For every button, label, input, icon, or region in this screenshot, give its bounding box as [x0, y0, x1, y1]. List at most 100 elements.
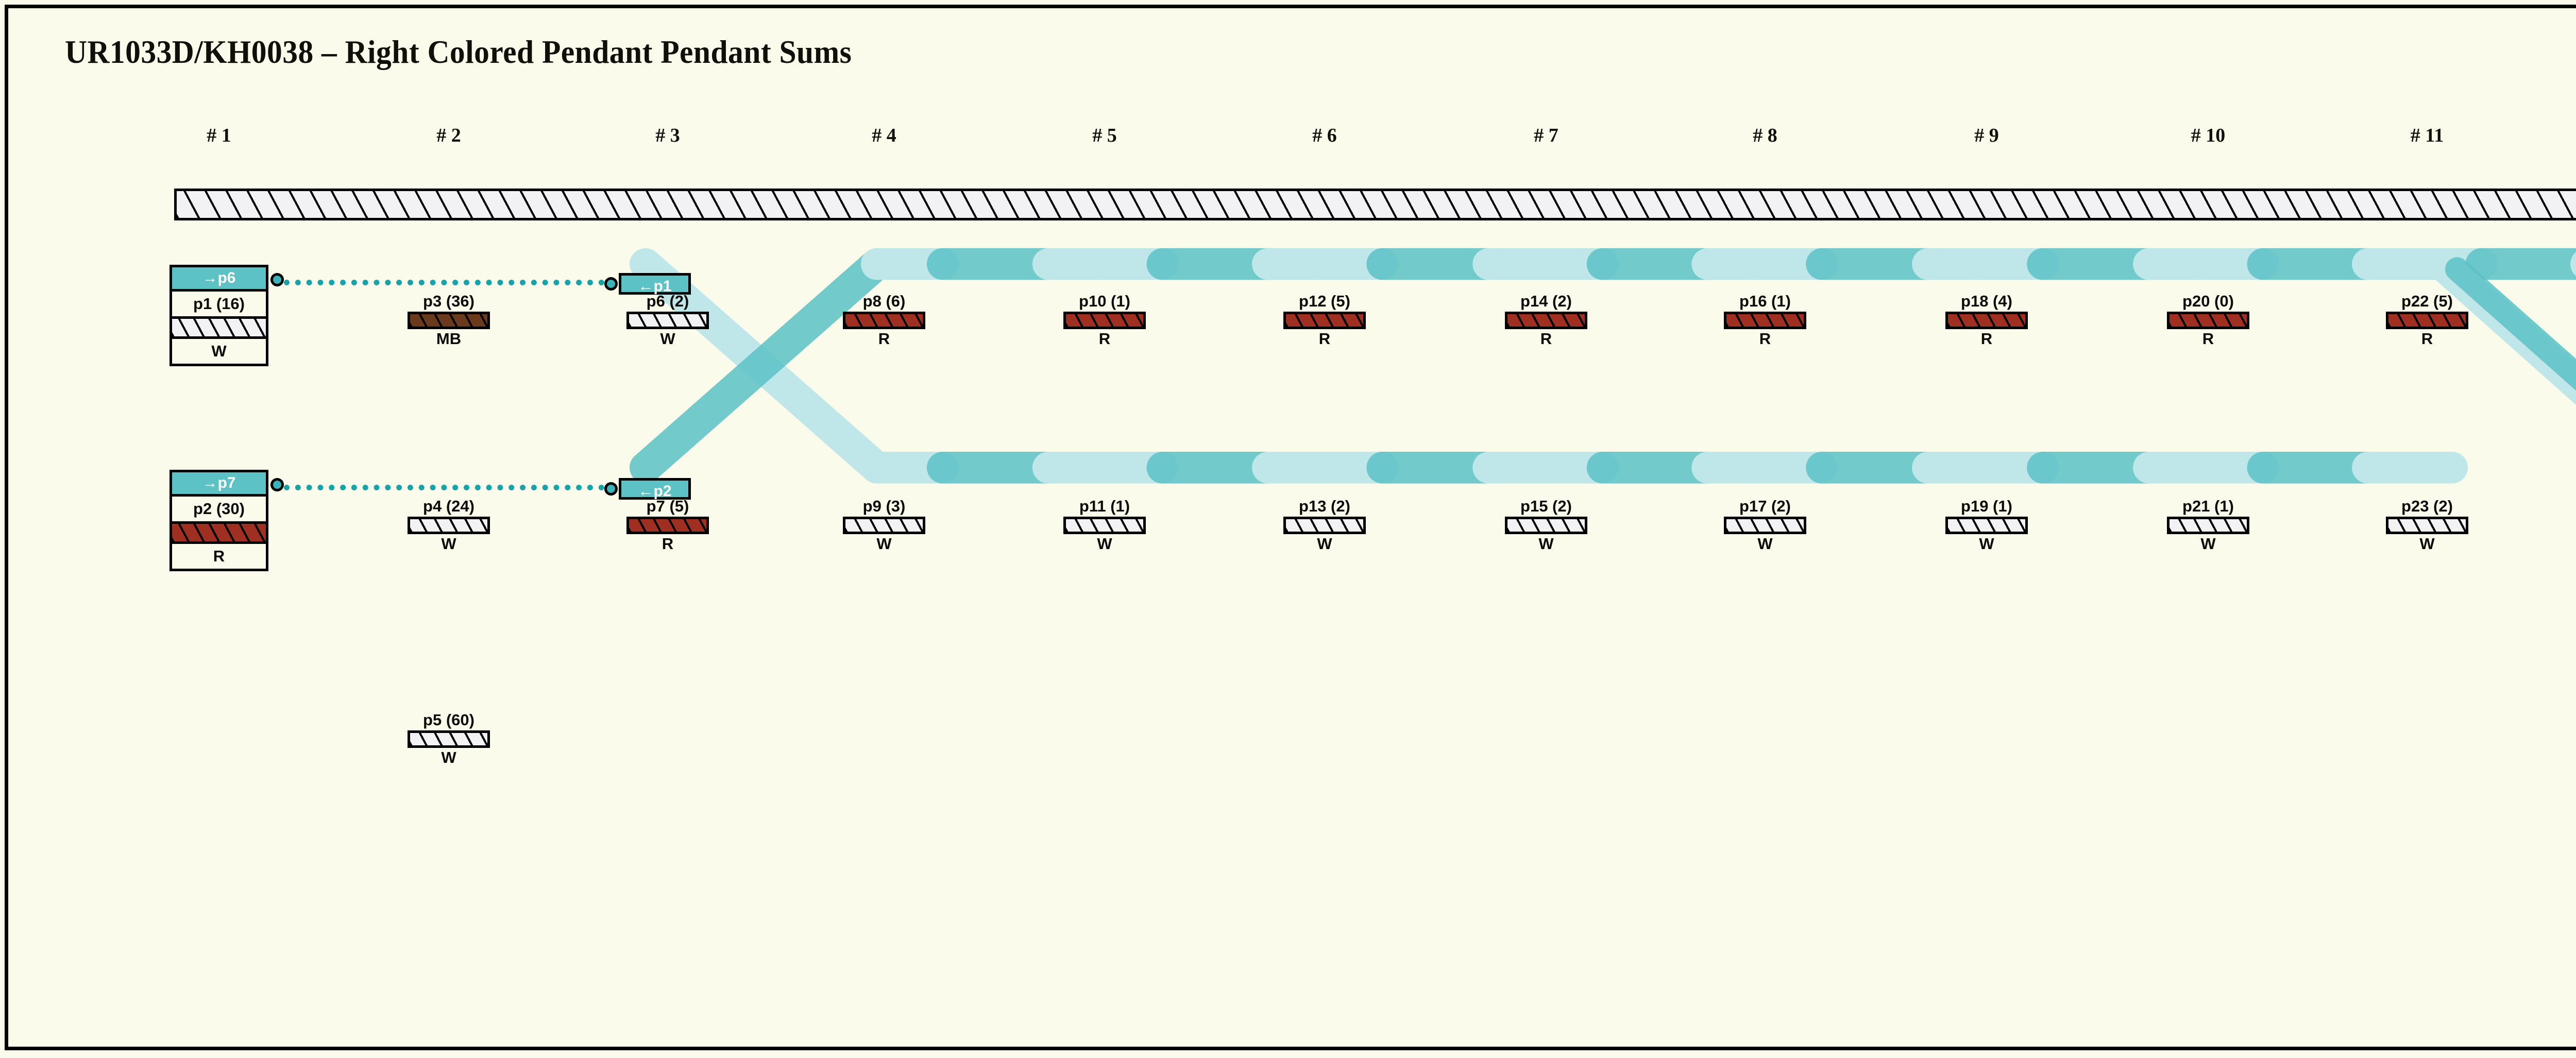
pendant-color-code: MB	[436, 330, 462, 348]
pendant-label: p9 (3)	[862, 497, 906, 515]
pendant-color-swatch	[626, 312, 709, 329]
pendant-color-code: W	[2419, 535, 2435, 553]
column-header-10: # 10	[2191, 125, 2226, 146]
pendant-color-swatch	[1283, 312, 1366, 329]
knot-ref-link[interactable]: →p6	[172, 267, 266, 292]
knot-ref-link[interactable]: →p7	[172, 472, 266, 497]
pendant-color-code: R	[2202, 330, 2214, 348]
pendant-cell-third-0[interactable]: p5 (60) W	[389, 711, 508, 767]
pendant-color-code: W	[441, 748, 456, 766]
pendant-color-swatch	[408, 517, 490, 534]
pendant-color-swatch	[1945, 517, 2028, 534]
pendant-cell-top-6[interactable]: p16 (1) R	[1706, 293, 1824, 348]
pendant-color-swatch	[2386, 312, 2468, 329]
pendant-color-code: W	[660, 330, 675, 348]
column-header-2: # 2	[436, 125, 461, 146]
pendant-label: p21 (1)	[2182, 497, 2234, 515]
column-header-1: # 1	[207, 125, 231, 146]
pendant-label: p3 (36)	[423, 292, 474, 310]
column-header-3: # 3	[655, 125, 680, 146]
pendant-label: p5 (60)	[423, 711, 474, 729]
pendant-label: p16 (1)	[1739, 292, 1791, 310]
flow-ribbon	[2445, 257, 2576, 391]
pendant-color-swatch	[2167, 517, 2249, 534]
knot-color-swatch	[172, 319, 266, 339]
knot-color-code: R	[213, 547, 225, 565]
pendant-label: p19 (1)	[1961, 497, 2012, 515]
pendant-color-code: R	[1540, 330, 1552, 348]
pendant-label: p6 (2)	[646, 292, 689, 310]
pendant-cell-bottom-0[interactable]: p4 (24)W	[389, 498, 508, 553]
flow-ribbon	[629, 248, 893, 484]
link-dotted-line	[284, 280, 604, 285]
pendant-cell-bottom-7[interactable]: p19 (1)W	[1927, 498, 2046, 553]
column-header-4: # 4	[872, 125, 896, 146]
pendant-cell-bottom-5[interactable]: p15 (2)W	[1487, 498, 1605, 553]
pendant-cell-top-7[interactable]: p18 (4)R	[1927, 293, 2046, 348]
knot-color-swatch	[172, 524, 266, 544]
pendant-color-swatch	[408, 312, 490, 329]
knot-color-code: W	[211, 342, 227, 360]
pendant-color-swatch	[408, 730, 490, 748]
pendant-color-swatch	[843, 517, 925, 534]
pendant-color-code: R	[1318, 330, 1331, 348]
pendant-color-swatch	[1945, 312, 2028, 329]
pendant-color-swatch	[2386, 517, 2468, 534]
pendant-color-code: W	[1317, 535, 1332, 553]
pendant-label: p10 (1)	[1079, 292, 1130, 310]
pendant-cell-bottom-6[interactable]: p17 (2) W	[1706, 498, 1824, 553]
pendant-color-swatch	[1724, 312, 1806, 329]
pendant-cell-bottom-2[interactable]: p9 (3) W	[825, 498, 943, 553]
pendant-cell-bottom-4[interactable]: p13 (2)W	[1265, 498, 1384, 553]
pendant-color-code: R	[1980, 330, 1993, 348]
pendant-label: p20 (0)	[2182, 292, 2234, 310]
link-anchor-dot-right	[604, 277, 618, 291]
pendant-cell-top-9[interactable]: p22 (5)R	[2368, 293, 2486, 348]
pendant-cell-top-4[interactable]: p12 (5) R	[1265, 293, 1384, 348]
flow-ribbons	[629, 248, 2576, 484]
pendant-label: p14 (2)	[1520, 292, 1572, 310]
pendant-color-swatch	[2167, 312, 2249, 329]
pendant-cell-bottom-8[interactable]: p21 (1)W	[2149, 498, 2267, 553]
pendant-label: p12 (5)	[1299, 292, 1350, 310]
knot-label: p2 (30)	[172, 497, 266, 524]
knot-label: p1 (16)	[172, 292, 266, 319]
link-dotted-line	[284, 485, 604, 490]
column-header-9: # 9	[1974, 125, 1999, 146]
pendant-cell-top-0[interactable]: p3 (36) MB	[389, 293, 508, 348]
column-header-5: # 5	[1092, 125, 1117, 146]
column-header-7: # 7	[1534, 125, 1558, 146]
pendant-color-code: W	[441, 535, 456, 553]
diagram-frame: UR1033D/KH0038 – Right Colored Pendant P…	[5, 5, 2576, 1050]
column-header-6: # 6	[1312, 125, 1337, 146]
pendant-label: p23 (2)	[2401, 497, 2453, 515]
pendant-color-swatch	[1063, 517, 1146, 534]
ref-tag-reftag-p1[interactable]: ←p1	[619, 273, 691, 295]
pendant-cell-bottom-3[interactable]: p11 (1) W	[1045, 498, 1164, 553]
ref-tag-reftag-p2[interactable]: ←p2	[619, 478, 691, 500]
link-anchor-dot-right	[604, 482, 618, 496]
pendant-color-code: W	[876, 535, 892, 553]
pendant-color-code: R	[1759, 330, 1771, 348]
pendant-cell-top-1[interactable]: p6 (2) W	[608, 293, 727, 348]
pendant-color-code: R	[662, 535, 674, 553]
pendant-cell-bottom-9[interactable]: p23 (2) W	[2368, 498, 2486, 553]
pendant-color-swatch	[1724, 517, 1806, 534]
pendant-cell-top-8[interactable]: p20 (0) R	[2149, 293, 2267, 348]
pendant-label: p11 (1)	[1079, 497, 1130, 515]
pendant-label: p17 (2)	[1739, 497, 1791, 515]
pendant-label: p7 (5)	[646, 497, 689, 515]
pendant-color-swatch	[1505, 517, 1587, 534]
pendant-cell-top-2[interactable]: p8 (6)R	[825, 293, 943, 348]
pendant-color-swatch	[843, 312, 925, 329]
pendant-cell-bottom-1[interactable]: p7 (5) R	[608, 498, 727, 553]
pendant-color-swatch	[1063, 312, 1146, 329]
pendant-color-code: R	[1098, 330, 1111, 348]
pendant-cell-top-3[interactable]: p10 (1) R	[1045, 293, 1164, 348]
pendant-color-code: W	[1097, 535, 1112, 553]
pendant-color-code: R	[878, 330, 890, 348]
pendant-cell-top-5[interactable]: p14 (2) R	[1487, 293, 1605, 348]
pendant-color-code: W	[1757, 535, 1773, 553]
